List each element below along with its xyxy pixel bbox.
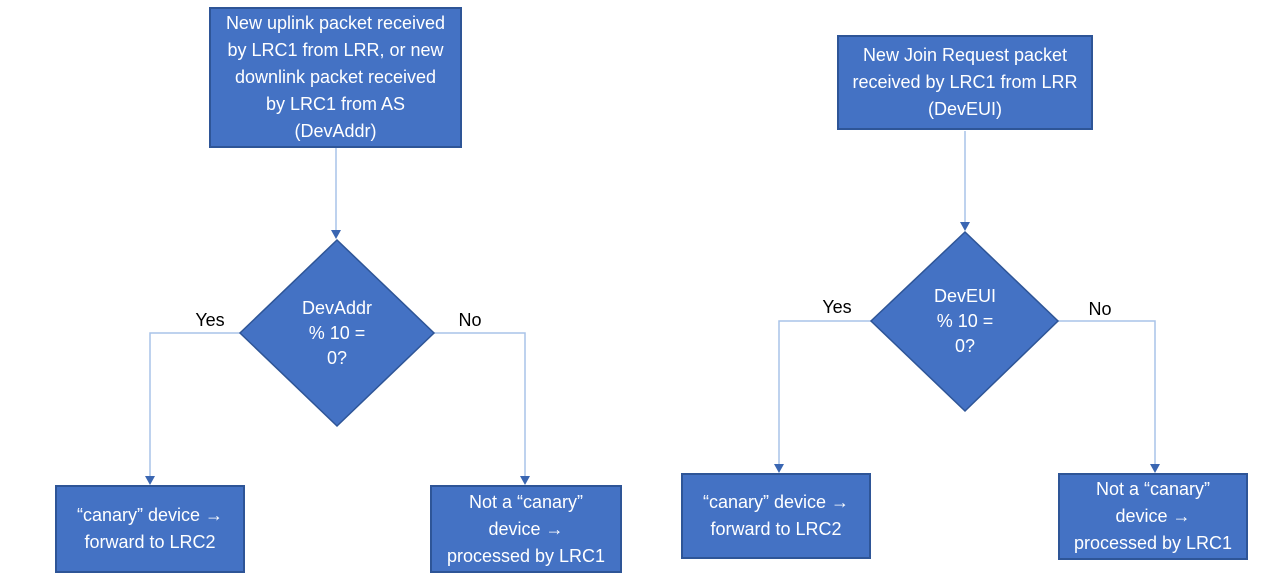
not-canary-box-left: Not a “canary” device → processed by LRC… bbox=[430, 485, 622, 573]
arrowhead-right-top-to-diamond bbox=[960, 222, 970, 231]
deveui-decision-line: DevEUI bbox=[933, 286, 996, 306]
devaddr-decision-diamond bbox=[238, 238, 436, 428]
deveui-decision-text: DevEUI % 10 = 0? bbox=[885, 284, 1045, 359]
uplink-start-box: New uplink packet received by LRC1 from … bbox=[209, 7, 462, 148]
uplink-start-box-line: by LRC1 from LRR, or new bbox=[227, 40, 444, 60]
devaddr-decision-line: 0? bbox=[326, 348, 348, 368]
not-canary-line: device → bbox=[488, 518, 564, 539]
deveui-decision-line: 0? bbox=[954, 336, 976, 356]
deveui-decision-diamond bbox=[869, 230, 1060, 413]
join-request-start-line: New Join Request packet bbox=[862, 45, 1068, 65]
uplink-start-box-line: downlink packet received bbox=[234, 67, 437, 87]
not-canary-line: processed by LRC1 bbox=[446, 545, 606, 566]
not-canary-line: device → bbox=[1115, 506, 1191, 526]
join-request-start-box: New Join Request packet received by LRC1… bbox=[837, 35, 1093, 130]
devaddr-decision-line: % 10 = bbox=[308, 323, 366, 343]
connector-left-yes bbox=[149, 332, 240, 477]
connector-right-no bbox=[1058, 320, 1156, 465]
not-canary-line: Not a “canary” bbox=[468, 491, 584, 512]
arrowhead-left-top-to-diamond bbox=[331, 230, 341, 239]
not-canary-line: Not a “canary” bbox=[1095, 479, 1211, 499]
canary-forward-line: “canary” device → bbox=[76, 505, 224, 525]
yes-label-left: Yes bbox=[195, 310, 225, 330]
join-request-start-line: (DevEUI) bbox=[927, 99, 1002, 119]
arrowhead-left-no bbox=[520, 476, 530, 485]
canary-forward-line: “canary” device → bbox=[702, 492, 850, 512]
join-request-start-line: received by LRC1 from LRR bbox=[852, 72, 1078, 92]
connector-left-no bbox=[434, 332, 526, 477]
canary-forward-line: forward to LRC2 bbox=[84, 532, 216, 552]
not-canary-box-right: Not a “canary” device → processed by LRC… bbox=[1058, 473, 1248, 560]
arrowhead-right-yes bbox=[774, 464, 784, 473]
no-label-left: No bbox=[458, 310, 482, 330]
connector-right-yes bbox=[778, 320, 871, 465]
arrowhead-right-no bbox=[1150, 464, 1160, 473]
uplink-start-box-line: (DevAddr) bbox=[294, 121, 377, 141]
arrowhead-left-yes bbox=[145, 476, 155, 485]
not-canary-line: processed by LRC1 bbox=[1073, 533, 1233, 553]
canary-forward-box-right: “canary” device → forward to LRC2 bbox=[681, 473, 871, 559]
devaddr-decision-line: DevAddr bbox=[301, 298, 373, 318]
canary-forward-line: forward to LRC2 bbox=[710, 519, 842, 539]
yes-label-right: Yes bbox=[822, 297, 852, 317]
uplink-start-box-line: by LRC1 from AS bbox=[265, 94, 406, 114]
deveui-decision-line: % 10 = bbox=[936, 311, 994, 331]
canary-forward-box-left: “canary” device → forward to LRC2 bbox=[55, 485, 245, 573]
devaddr-decision-text: DevAddr % 10 = 0? bbox=[257, 296, 417, 371]
uplink-start-box-line: New uplink packet received bbox=[225, 13, 446, 33]
no-label-right: No bbox=[1088, 299, 1112, 319]
